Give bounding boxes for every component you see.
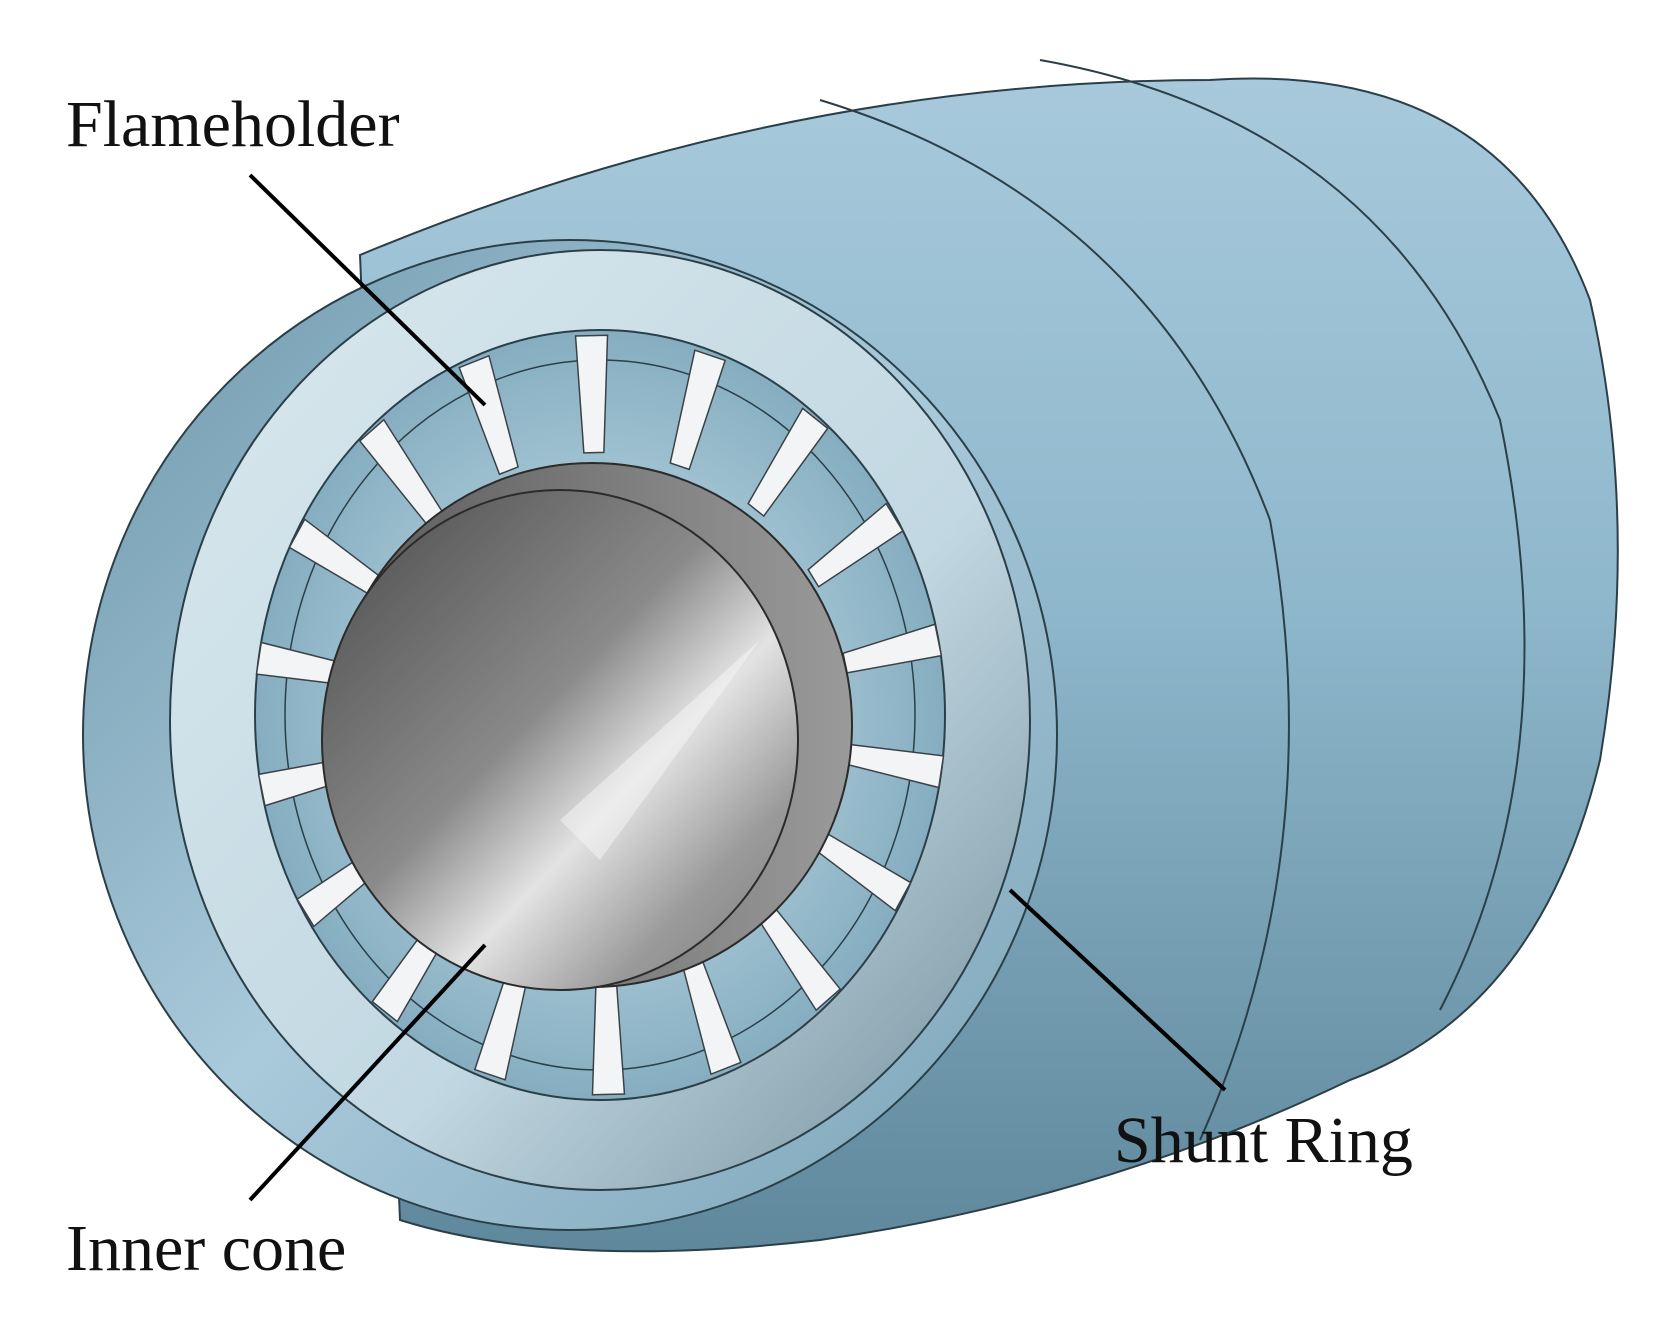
leader-line-inner-cone	[248, 943, 487, 1202]
casing-seam-2	[1039, 59, 1526, 1011]
label-flameholder: Flameholder	[66, 88, 400, 161]
leader-line-shunt-ring	[1008, 888, 1227, 1092]
flameholder-strut	[669, 349, 727, 471]
flameholder-strut	[747, 407, 829, 518]
flameholder-strut	[574, 334, 609, 454]
flameholder-strut	[458, 354, 519, 476]
label-shunt-ring: Shunt Ring	[1114, 1104, 1413, 1177]
leader-line-flameholder	[248, 173, 487, 407]
label-inner-cone: Inner cone	[66, 1212, 347, 1285]
inner-cone	[321, 489, 799, 991]
inner-cone-highlight	[560, 640, 760, 860]
flameholder-strut	[807, 502, 904, 588]
casing-seam-1	[819, 99, 1290, 1141]
